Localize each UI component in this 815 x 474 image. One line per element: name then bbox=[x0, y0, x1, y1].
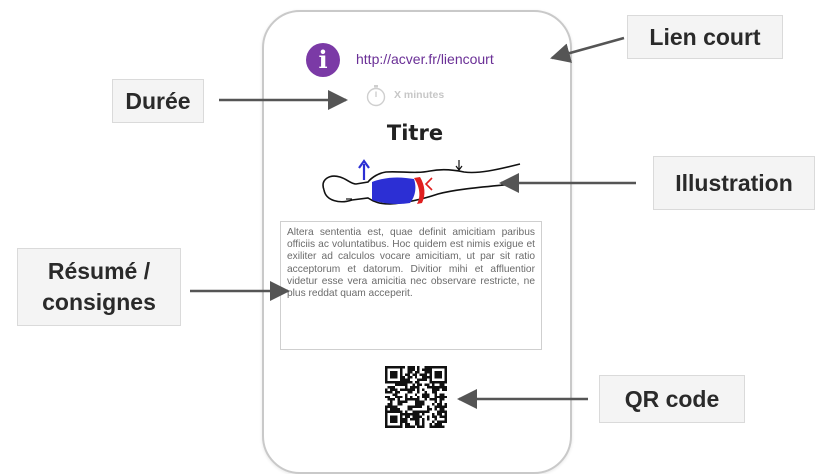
qr-code bbox=[385, 366, 447, 428]
callout-qr-code: QR code bbox=[599, 375, 745, 423]
summary-box: Altera sententia est, quae definit amici… bbox=[280, 221, 542, 350]
info-icon: i bbox=[306, 43, 340, 77]
short-link[interactable]: http://acver.fr/liencourt bbox=[356, 51, 494, 67]
callout-duree: Durée bbox=[112, 79, 204, 123]
callout-lien-court: Lien court bbox=[627, 15, 783, 59]
callout-resume: Résumé / consignes bbox=[17, 248, 181, 326]
stopwatch-icon bbox=[366, 85, 386, 107]
illustration-image bbox=[322, 159, 521, 205]
callout-illustration: Illustration bbox=[653, 156, 815, 210]
duration-text: X minutes bbox=[394, 89, 445, 101]
content-card bbox=[262, 10, 572, 474]
card-title: Titre bbox=[386, 121, 444, 145]
